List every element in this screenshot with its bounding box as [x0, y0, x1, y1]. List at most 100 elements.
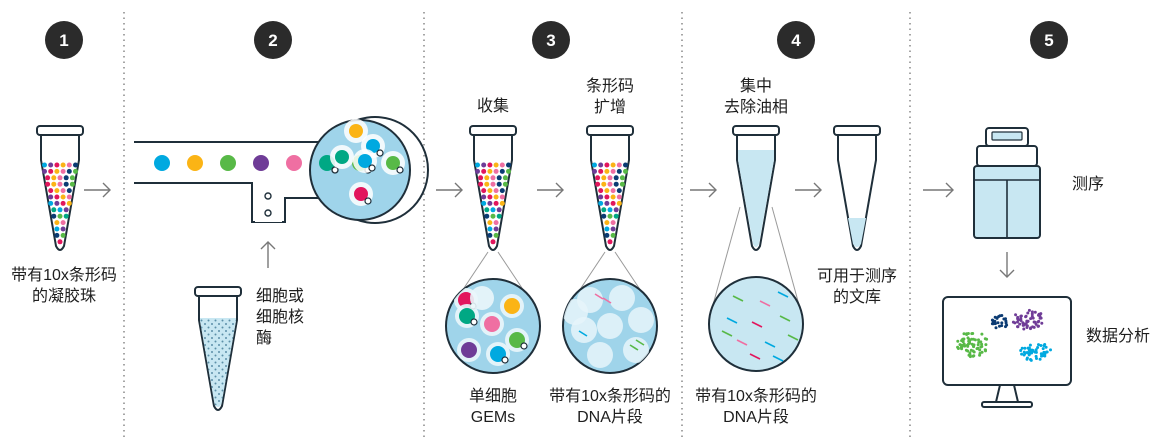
gem-bead: [504, 298, 520, 314]
label-line: 条形码: [585, 78, 635, 95]
cluster-point: [993, 322, 997, 326]
cluster-point: [1030, 310, 1034, 314]
gem-bead: [386, 156, 400, 170]
gel-bead: [493, 220, 499, 226]
gel-bead: [610, 188, 616, 194]
cluster-point: [1027, 308, 1031, 312]
cluster-point: [967, 339, 971, 343]
label-line: 的凝胶珠: [31, 288, 96, 305]
gel-bead: [487, 220, 493, 226]
label-line: 的文库: [832, 289, 882, 306]
gem-bead: [366, 139, 380, 153]
cluster-point: [1029, 358, 1032, 361]
arrow-up-icon: [260, 241, 276, 268]
label-line: DNA片段: [723, 409, 789, 426]
label-line: 扩增: [593, 99, 627, 116]
label-line: 数据分析: [1086, 328, 1151, 345]
arrow-icon: [690, 182, 717, 198]
gem-bead: [459, 308, 475, 324]
arrow-icon: [537, 182, 564, 198]
step-badge-1: 1: [45, 21, 83, 59]
label-line: 细胞或: [256, 288, 305, 305]
gel-bead: [487, 232, 493, 238]
library-tube: [833, 125, 881, 251]
gel-bead: [51, 175, 57, 181]
gel-bead: [623, 162, 628, 168]
gel-bead: [48, 194, 54, 200]
label-line: 带有10x条形码: [11, 267, 117, 284]
gel-bead: [506, 162, 511, 168]
gel-bead: [493, 168, 499, 174]
gel-bead: [623, 168, 628, 174]
cluster-point: [1036, 324, 1040, 328]
label-line: 细胞核: [256, 309, 305, 326]
cluster-point: [1032, 325, 1036, 329]
step-badge-4: 4: [777, 21, 815, 59]
gel-bead: [496, 213, 502, 219]
cluster-point: [980, 332, 984, 336]
gel-bead: [613, 213, 619, 219]
arrow-icon: [84, 182, 111, 198]
gel-bead: [496, 207, 502, 213]
cluster-point: [1025, 319, 1029, 323]
gel-bead: [607, 181, 613, 187]
cluster-point: [998, 314, 1002, 318]
cluster-point: [1029, 326, 1033, 330]
cluster-point: [1034, 322, 1038, 326]
gel-bead: [487, 194, 493, 200]
gel-bead: [69, 175, 75, 181]
cluster-point: [1029, 348, 1033, 352]
gel-bead: [490, 207, 496, 213]
cluster-point: [1039, 316, 1043, 320]
cluster-point: [1024, 314, 1028, 318]
gem-droplet: [563, 299, 588, 325]
cluster-point: [961, 340, 965, 344]
gel-bead: [502, 175, 508, 181]
gel-bead: [54, 220, 60, 226]
gel-bead: [60, 188, 66, 194]
enzyme-label: 酶: [256, 330, 273, 347]
dna-fragment: [787, 334, 799, 341]
gel-bead: [57, 175, 63, 181]
gem-droplet: [470, 286, 494, 310]
gel-bead: [66, 168, 72, 174]
cluster-point: [984, 349, 987, 353]
cluster-point: [966, 332, 970, 335]
cluster-point: [1041, 347, 1045, 351]
barcoded-dna-label: 带有10x条形码的 DNA片段: [695, 386, 817, 428]
single-cell-gems-label: 单细胞 GEMs: [469, 386, 517, 428]
gel-bead: [487, 188, 493, 194]
cluster-point: [1000, 324, 1004, 328]
gel-bead: [613, 207, 619, 213]
cell: [396, 166, 404, 174]
cluster-point: [976, 343, 980, 347]
dna-fragment: [726, 317, 738, 324]
gel-bead: [607, 239, 613, 245]
label-line: 集中: [739, 78, 773, 95]
sequencing-label: 测序: [1072, 174, 1104, 195]
gel-bead: [51, 213, 57, 219]
arrow-icon: [923, 182, 954, 198]
cluster-point: [1023, 346, 1027, 350]
arrow-down-icon: [999, 252, 1015, 278]
cluster-point: [980, 342, 984, 346]
gel-bead: [45, 175, 51, 181]
gem-droplet: [628, 307, 654, 333]
gel-bead: [490, 239, 496, 245]
gel-bead: [63, 213, 69, 219]
gel-bead: [73, 168, 78, 174]
cluster-point: [1023, 352, 1027, 356]
channel-bead: [220, 155, 236, 171]
gems-tube: [469, 125, 517, 251]
gel-bead: [604, 162, 610, 168]
gel-bead: [63, 175, 69, 181]
cluster-point: [1034, 350, 1038, 354]
cluster-point: [1035, 357, 1038, 360]
gel-bead: [48, 168, 54, 174]
cluster-point: [1022, 323, 1026, 327]
gel-bead: [54, 194, 60, 200]
gel-bead: [598, 168, 604, 174]
cluster-point: [1037, 343, 1040, 347]
cluster-point: [975, 347, 979, 351]
dna-fragment: [779, 315, 791, 322]
